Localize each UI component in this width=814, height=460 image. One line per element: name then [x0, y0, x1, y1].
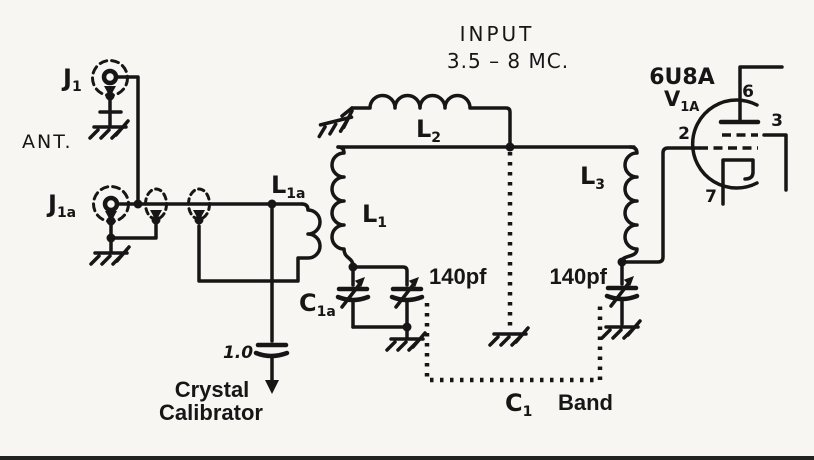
coil-l2 — [313, 93, 512, 147]
v1a-label: V1A — [664, 87, 699, 115]
c1-label: C1 — [505, 389, 532, 420]
tube-pin-screen-label: 3 — [771, 111, 783, 131]
cap-c1a-pair — [335, 265, 427, 352]
coil-l1 — [330, 145, 355, 268]
l2-ground-lead — [340, 106, 354, 118]
wire-j1-to-j1a — [114, 75, 140, 206]
l3-label: L3 — [580, 162, 605, 193]
jack-j1 — [88, 59, 130, 140]
pair-bottom-wire — [351, 325, 409, 339]
cal-cap-value-label: 1.0 — [223, 343, 253, 363]
pair-top-wire — [351, 265, 409, 287]
jack-j1a — [89, 185, 131, 266]
l2-label: L2 — [416, 115, 441, 146]
j1-center-pin — [101, 68, 119, 86]
tube-type-label: 6U8A — [649, 65, 715, 90]
l2-winding — [350, 93, 512, 147]
j1a-center-pin — [102, 195, 120, 213]
wire-contact1-drop — [109, 219, 158, 240]
tube-cathode — [721, 158, 755, 206]
l1-label: L1 — [362, 200, 387, 231]
tube-v1a — [690, 65, 788, 206]
wire-l3-to-grid — [620, 146, 701, 264]
tube-screen-lead — [762, 133, 788, 192]
cap-140pf-right — [600, 260, 642, 340]
wiring — [98, 75, 304, 343]
junction-dot — [106, 233, 116, 243]
junction-dot — [402, 322, 412, 332]
cap-140pf-right-label: 140pf — [550, 264, 608, 289]
page-edge-shadow — [0, 456, 814, 460]
antenna-label: ANT. — [22, 131, 73, 153]
l2-ground-symbol — [313, 109, 358, 139]
cap-140pf-left-label: 140pf — [429, 264, 487, 289]
coil-l1a — [197, 202, 322, 283]
cal-arrow-head — [265, 380, 279, 394]
junction-dot — [348, 262, 358, 272]
j1-shell-contact — [104, 86, 116, 101]
junction-dot — [267, 199, 277, 209]
coil-l3 — [620, 145, 639, 263]
gang-dashed-link — [424, 303, 603, 383]
j1a-label: J1a — [46, 190, 76, 221]
tube-plate-lead — [738, 65, 784, 123]
l1a-label: L1a — [271, 171, 306, 202]
junction-dots — [106, 142, 627, 332]
crystal-calibrator-line2: Calibrator — [159, 400, 263, 425]
j1-label: J1 — [61, 64, 82, 95]
freq-range-label: 3.5 – 8 MC. — [447, 49, 569, 73]
switch-contact-1 — [144, 187, 168, 225]
tube-pin-plate-label: 6 — [742, 82, 754, 102]
cap-crystal-cal — [253, 342, 290, 394]
junction-dot — [133, 199, 143, 209]
junction-dot — [505, 142, 515, 152]
j1a-shell-contact — [105, 211, 117, 226]
junction-dot — [617, 257, 627, 267]
tube-pin-cathode-label: 7 — [705, 187, 717, 207]
shield-dashed-link — [488, 152, 530, 347]
tube-pin-grid-label: 2 — [678, 124, 690, 144]
switch-contact-2 — [187, 187, 211, 225]
crystal-calibrator-line1: Crystal — [175, 377, 250, 402]
c1a-label: C1a — [299, 289, 336, 320]
input-title-label: INPUT — [460, 22, 535, 46]
tube-envelope — [690, 98, 759, 190]
shield-ground-symbol — [488, 326, 530, 347]
band-label: Band — [558, 390, 613, 415]
